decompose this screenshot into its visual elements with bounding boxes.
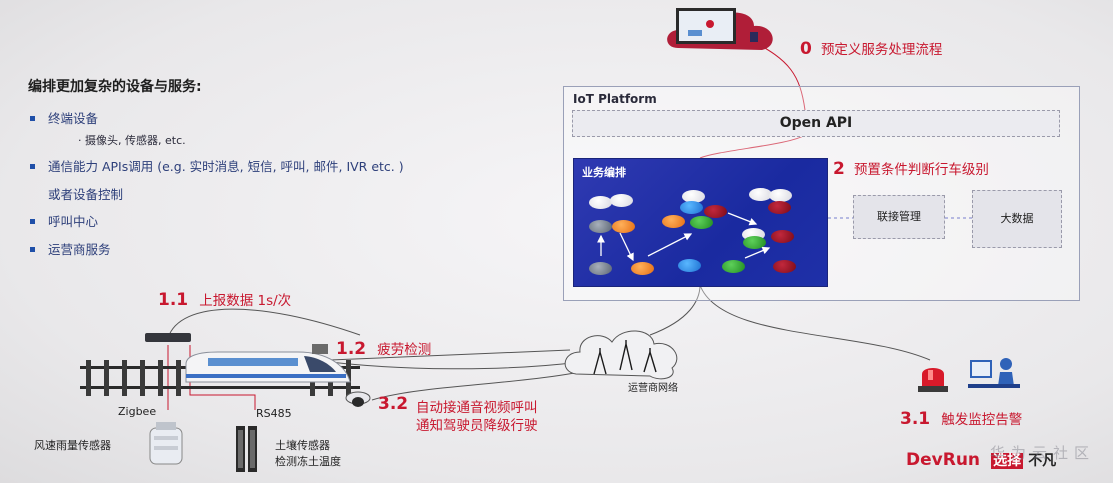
flow-node xyxy=(690,216,713,229)
soil-sensor-label-line1: 土壤传感器 xyxy=(275,439,330,452)
gateway-device-icon xyxy=(145,333,191,342)
flow-node xyxy=(612,220,635,233)
monitor-cloud-icon xyxy=(667,8,773,50)
step-0: 0 预定义服务处理流程 xyxy=(800,39,943,59)
open-api-bar: Open API xyxy=(572,110,1060,137)
wind-rain-sensor-icon xyxy=(149,422,183,465)
bullet-carrier-services: 运营商服务 xyxy=(48,242,111,257)
flow-node xyxy=(631,262,654,275)
bullet-device-control: 或者设备控制 xyxy=(48,187,124,202)
bullet-call-center: 呼叫中心 xyxy=(48,214,99,229)
step-3-2-label-line1: 自动接通音视频呼叫 xyxy=(416,400,538,416)
flow-node xyxy=(773,260,796,273)
flow-node xyxy=(704,205,727,218)
flow-node xyxy=(743,236,766,249)
carrier-network-cloud-icon xyxy=(564,330,678,380)
step-3-1: 3.1 触发监控告警 xyxy=(900,409,1023,429)
flow-node xyxy=(749,188,772,201)
flow-node xyxy=(769,189,792,202)
bullet-marker xyxy=(30,247,35,252)
flow-node xyxy=(589,220,612,233)
monitoring-operator-icon xyxy=(968,358,1020,388)
devrun-logo: DevRun 选择 不凡 xyxy=(906,450,1057,470)
flow-arrows xyxy=(597,212,771,262)
bullet-terminal-devices: 终端设备 xyxy=(48,111,99,126)
flow-node xyxy=(610,194,633,207)
bullet-marker xyxy=(30,116,35,121)
flow-node xyxy=(682,190,705,203)
zigbee-label: Zigbee xyxy=(118,405,157,418)
soil-sensor-icon xyxy=(236,426,257,472)
soil-sensor-label-line2: 检测冻土温度 xyxy=(275,455,341,468)
flow-node xyxy=(771,230,794,243)
slide-heading: 编排更加复杂的设备与服务: xyxy=(28,79,202,95)
carrier-network-label: 运营商网络 xyxy=(628,383,678,394)
connection-management-box: 联接管理 xyxy=(853,195,945,239)
high-speed-train-icon xyxy=(185,344,351,383)
dome-camera-icon xyxy=(345,391,371,407)
business-orchestration-title: 业务编排 xyxy=(582,166,626,179)
sub-bullet-camera-sensor: · 摄像头, 传感器, etc. xyxy=(78,134,186,147)
flow-node xyxy=(722,260,745,273)
flow-node xyxy=(662,215,685,228)
wind-rain-sensor-label: 风速雨量传感器 xyxy=(34,439,111,452)
bullet-comm-apis: 通信能力 APIs调用 (e.g. 实时消息, 短信, 呼叫, 邮件, IVR … xyxy=(48,159,404,174)
bullet-marker xyxy=(30,164,35,169)
flow-node xyxy=(589,196,612,209)
flow-node xyxy=(680,201,703,214)
rs485-label: RS485 xyxy=(256,407,292,420)
step-3-2: 3.2 xyxy=(378,394,409,414)
big-data-box: 大数据 xyxy=(972,190,1062,248)
bullet-marker xyxy=(30,219,35,224)
step-2: 2 预置条件判断行车级别 xyxy=(833,159,989,179)
flow-node xyxy=(589,262,612,275)
flow-node xyxy=(678,259,701,272)
iot-platform-title: IoT Platform xyxy=(573,92,657,106)
alarm-light-icon xyxy=(918,368,948,392)
step-1-2: 1.2 疲劳检测 xyxy=(336,339,432,359)
flow-node xyxy=(768,201,791,214)
step-3-2-label-line2: 通知驾驶员降级行驶 xyxy=(416,418,538,434)
step-1-1: 1.1 上报数据 1s/次 xyxy=(158,290,292,310)
watermark-text: 华为云社区 xyxy=(990,444,1096,462)
